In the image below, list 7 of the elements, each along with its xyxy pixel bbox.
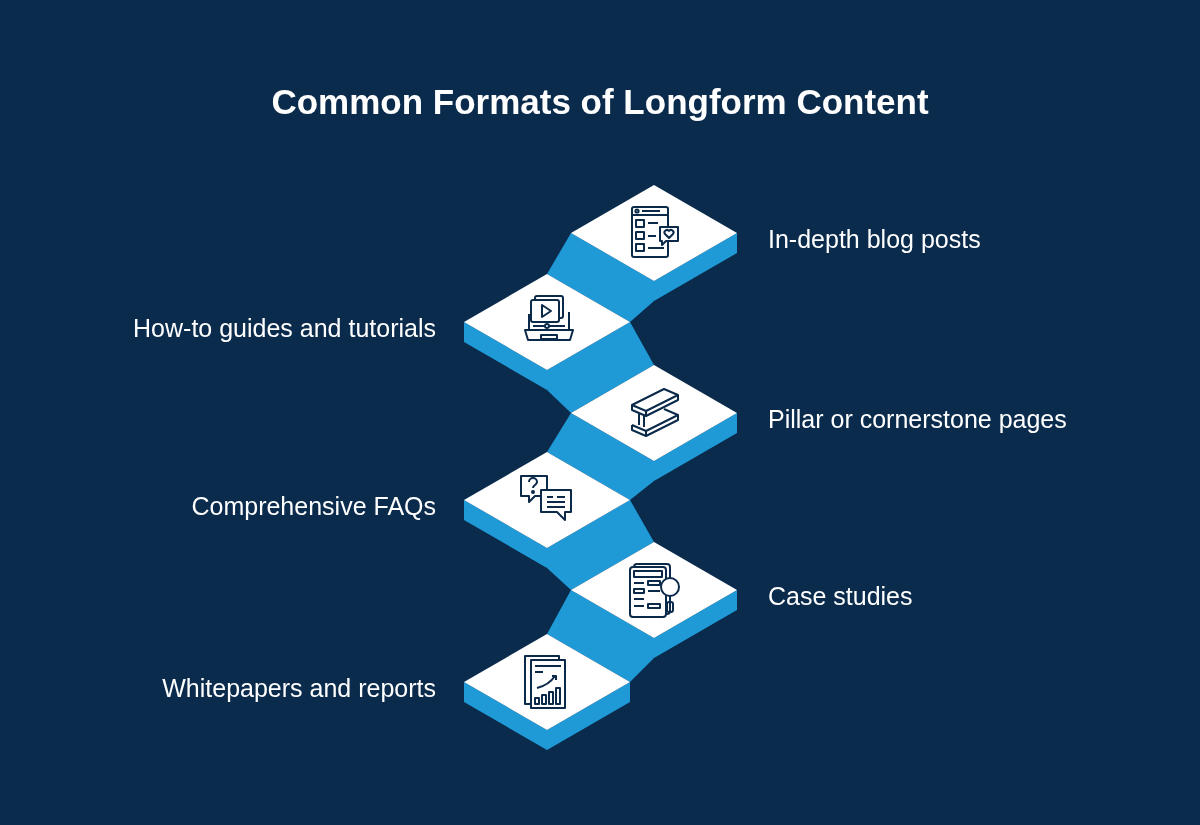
format-label: Comprehensive FAQs <box>191 491 436 521</box>
title: Common Formats of Longform Content <box>270 82 930 122</box>
format-label: How-to guides and tutorials <box>133 313 436 343</box>
format-label: Pillar or cornerstone pages <box>768 404 1067 434</box>
format-label: Whitepapers and reports <box>162 673 436 703</box>
format-label: In-depth blog posts <box>768 224 981 254</box>
format-label: Case studies <box>768 581 913 611</box>
